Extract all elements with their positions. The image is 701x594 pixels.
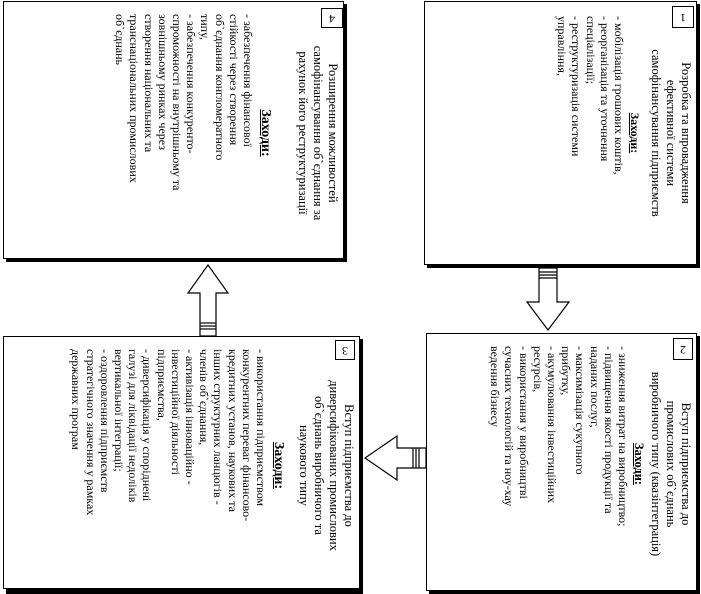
block-1: Розробка та впровадження ефективної сист… xyxy=(424,1,697,265)
block-1-number: 1 xyxy=(672,6,694,28)
block-2-number: 2 xyxy=(673,338,693,360)
arrow-2-to-3-icon xyxy=(363,434,427,482)
block-3: Вступ підприємства до диверсифікованих п… xyxy=(3,336,360,589)
block-4: Розширення можливостей самофінансування … xyxy=(3,1,344,259)
arrow-1-to-2-icon xyxy=(525,267,571,331)
block-4-number: 4 xyxy=(321,8,343,28)
arrow-3-to-4-icon xyxy=(186,263,230,337)
block-3-number: 3 xyxy=(335,340,355,360)
